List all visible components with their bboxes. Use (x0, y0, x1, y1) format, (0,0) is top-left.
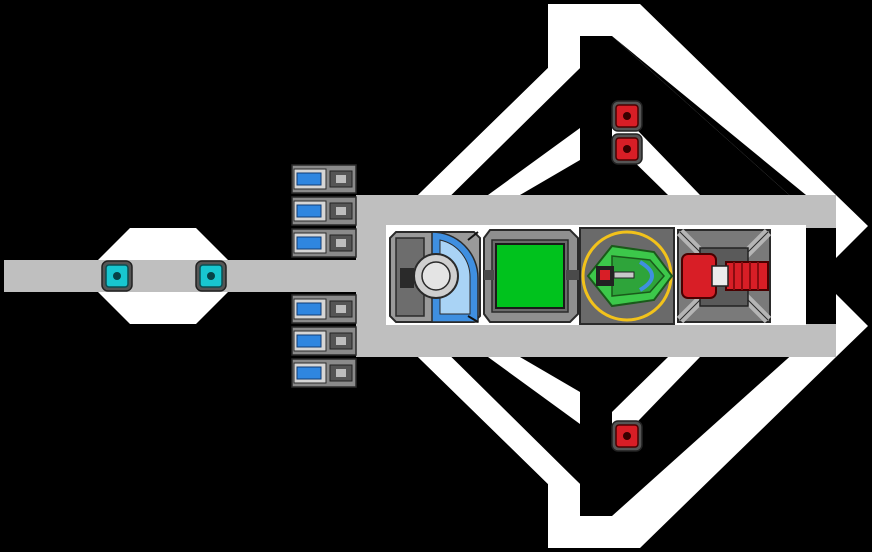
cyan-node-icon (101, 260, 133, 292)
red-marker-icon (611, 420, 643, 452)
cyan-node-icon (195, 260, 227, 292)
red-marker-bottom[interactable] (611, 420, 643, 452)
red-weapon-module[interactable] (676, 228, 772, 324)
battery-icon (291, 164, 357, 194)
cyan-node-left[interactable] (101, 260, 133, 292)
battery-icon (291, 228, 357, 258)
left-corridor (4, 260, 360, 292)
red-marker-icon (611, 133, 643, 165)
fighter-ship-icon (579, 227, 675, 325)
shield-generator-icon (389, 231, 481, 323)
green-panel-icon (483, 229, 580, 323)
battery-icon (291, 358, 357, 388)
battery-icon (291, 294, 357, 324)
cyan-node-right[interactable] (195, 260, 227, 292)
green-panel-module[interactable] (483, 229, 580, 323)
red-marker-top-2[interactable] (611, 133, 643, 165)
outer-frame (418, 4, 868, 548)
red-marker-top-1[interactable] (611, 100, 643, 132)
battery-stack (291, 164, 357, 388)
shield-module[interactable] (389, 231, 481, 323)
red-weapon-icon (676, 228, 772, 324)
battery-icon (291, 196, 357, 226)
fighter-ship-module[interactable] (579, 227, 675, 325)
red-marker-icon (611, 100, 643, 132)
node-layer (101, 100, 643, 452)
battery-icon (291, 326, 357, 356)
